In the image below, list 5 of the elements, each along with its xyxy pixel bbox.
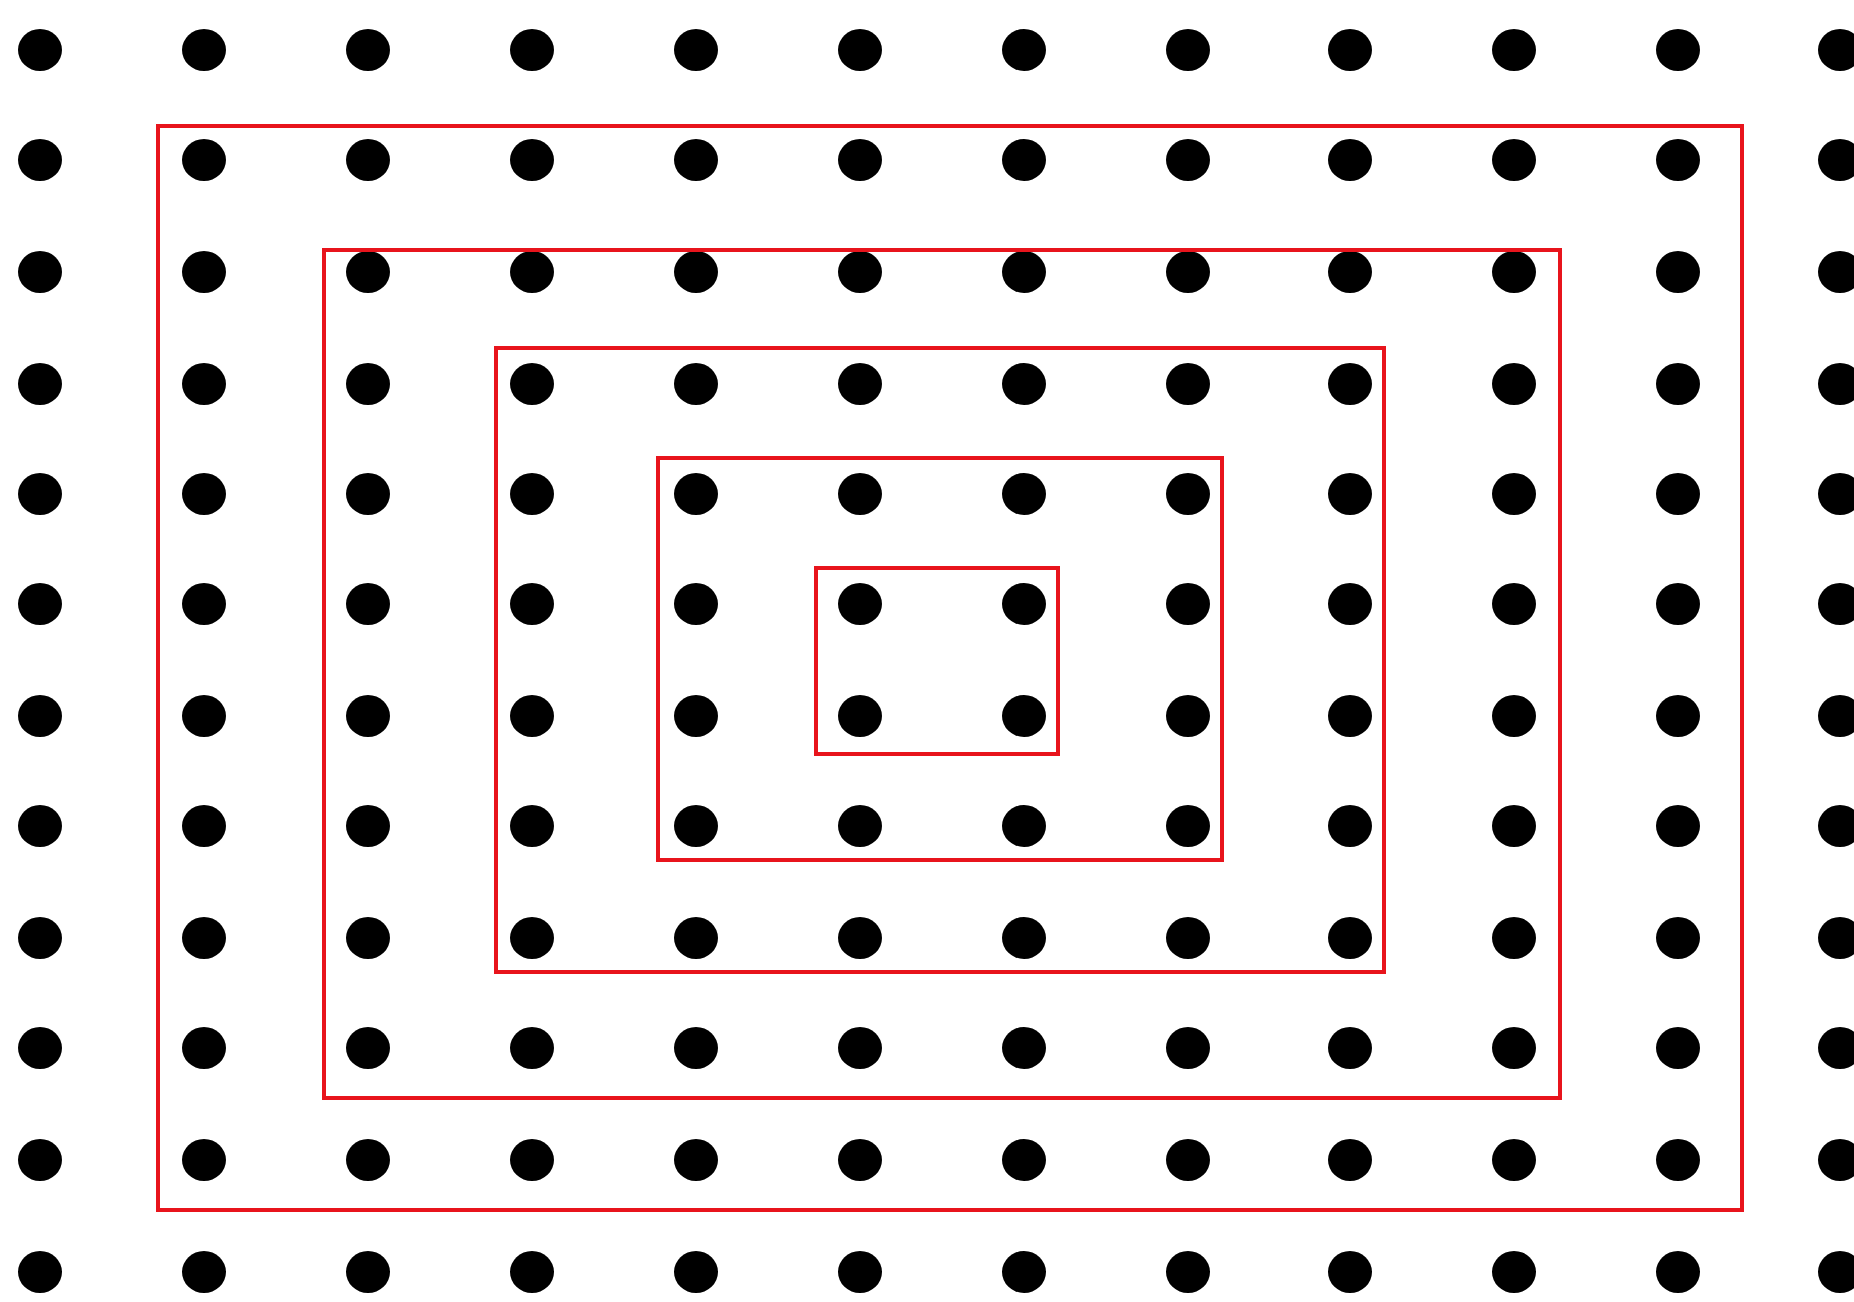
rectangle-frame	[655, 455, 1223, 861]
rectangle-frame	[321, 247, 1561, 1099]
rectangle-frame	[494, 346, 1386, 974]
rectangle-frame	[814, 566, 1060, 756]
rectangle-frame	[156, 124, 1744, 1212]
